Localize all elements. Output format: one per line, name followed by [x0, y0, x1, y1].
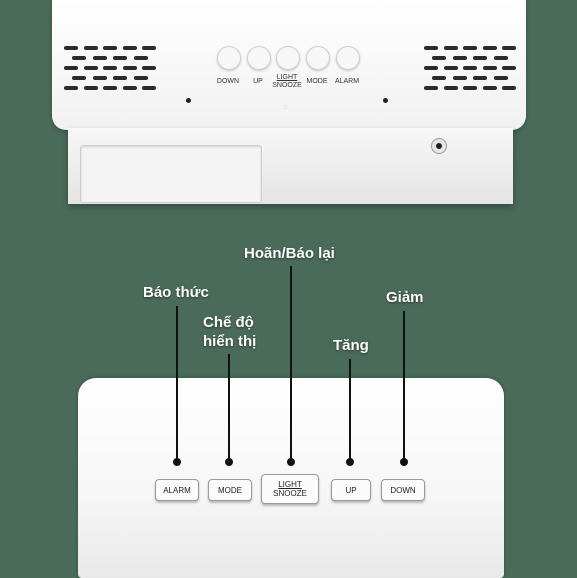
rear-mode-button[interactable]	[306, 46, 330, 70]
rear-up-button[interactable]	[247, 46, 271, 70]
callout-down-line	[403, 311, 405, 462]
callout-down-dot	[400, 458, 408, 466]
reset-hole: ◌	[283, 104, 288, 111]
front-light-snooze-button[interactable]: LIGHT SNOOZE	[261, 474, 319, 504]
callout-up-label: Tăng	[333, 337, 369, 354]
callout-snooze-line	[290, 266, 292, 462]
rear-up-label: UP	[253, 78, 263, 85]
callout-down-label: Giảm	[386, 289, 424, 306]
front-mode-button[interactable]: MODE	[208, 479, 252, 501]
rear-screw-left	[186, 98, 191, 103]
front-up-button[interactable]: UP	[331, 479, 371, 501]
battery-cover[interactable]	[80, 145, 262, 203]
callout-mode-label: Chế độ hiển thị	[203, 314, 257, 350]
rear-light-snooze-label: LIGHT SNOOZE	[272, 74, 302, 89]
callout-mode-line	[228, 354, 230, 462]
callout-alarm-label: Báo thức	[143, 284, 209, 301]
rear-mode-label: MODE	[306, 78, 328, 85]
callout-alarm-line	[176, 306, 178, 462]
callout-alarm-dot	[173, 458, 181, 466]
rear-alarm-label: ALARM	[334, 78, 360, 85]
front-alarm-button[interactable]: ALARM	[155, 479, 199, 501]
callout-up-line	[349, 359, 351, 462]
rear-light-snooze-button[interactable]	[276, 46, 300, 70]
rear-alarm-button[interactable]	[336, 46, 360, 70]
front-down-button[interactable]: DOWN	[381, 479, 425, 501]
callout-mode-dot	[225, 458, 233, 466]
rear-down-button[interactable]	[217, 46, 241, 70]
callout-up-dot	[346, 458, 354, 466]
rear-screw-right	[383, 98, 388, 103]
callout-snooze-label: Hoãn/Báo lại	[244, 245, 335, 262]
rear-down-label: DOWN	[216, 78, 240, 85]
speaker-grille-right	[424, 46, 516, 96]
speaker-grille-left	[64, 46, 156, 96]
dc-power-jack[interactable]	[431, 138, 447, 154]
callout-snooze-dot	[287, 458, 295, 466]
